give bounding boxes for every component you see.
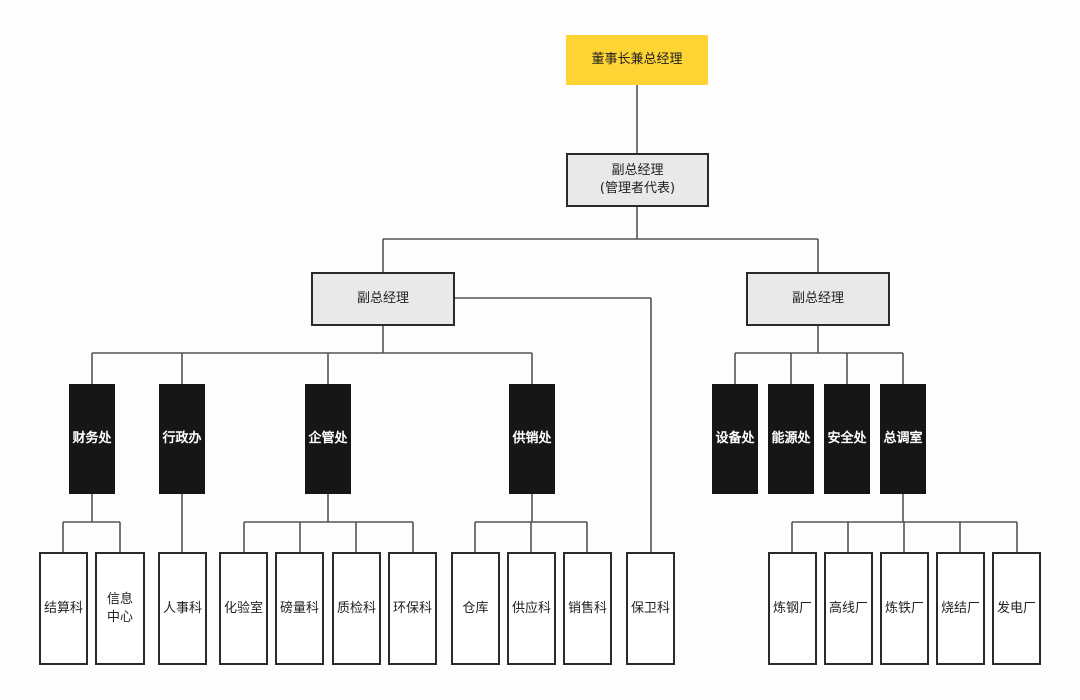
section-hr: 人事科 [158,552,207,665]
dept-supply-sales: 供销处 [509,384,555,494]
section-info-center-label: 信息中心 [106,591,133,625]
section-quality: 质检科 [332,552,381,665]
node-deputy-right: 副总经理 [746,272,890,326]
dept-dispatch-label: 总调室 [883,431,923,447]
dept-equipment-label: 设备处 [715,431,755,447]
plant-wire-rod-label: 高线厂 [828,600,868,616]
section-quality-label: 质检科 [336,600,376,616]
section-warehouse: 仓库 [451,552,500,665]
section-settlement-label: 结算科 [43,600,83,616]
node-deputy-right-label: 副总经理 [791,291,844,307]
plant-steelmaking-label: 炼钢厂 [772,600,812,616]
section-lab: 化验室 [219,552,268,665]
dept-management: 企管处 [305,384,351,494]
dept-equipment: 设备处 [712,384,758,494]
node-deputy-top-title: 副总经理 [611,163,664,179]
plant-power: 发电厂 [992,552,1041,665]
section-lab-label: 化验室 [223,600,263,616]
section-security-label: 保卫科 [630,600,670,616]
section-hr-label: 人事科 [162,600,202,616]
dept-admin-label: 行政办 [162,431,202,447]
section-security: 保卫科 [626,552,675,665]
section-warehouse-label: 仓库 [462,600,489,616]
section-sales-label: 销售科 [567,600,607,616]
dept-safety: 安全处 [824,384,870,494]
section-sales: 销售科 [563,552,612,665]
plant-wire-rod: 高线厂 [824,552,873,665]
node-chairman-label: 董事长兼总经理 [591,52,683,68]
plant-steelmaking: 炼钢厂 [768,552,817,665]
dept-energy-label: 能源处 [771,431,811,447]
node-chairman: 董事长兼总经理 [566,35,708,85]
dept-finance-label: 财务处 [72,431,112,447]
node-deputy-left: 副总经理 [311,272,455,326]
section-info-center: 信息中心 [95,552,145,665]
section-environment-label: 环保科 [392,600,432,616]
plant-ironmaking: 炼铁厂 [880,552,929,665]
node-deputy-top: 副总经理 (管理者代表) [566,153,709,207]
plant-ironmaking-label: 炼铁厂 [884,600,924,616]
section-supply-label: 供应科 [511,600,551,616]
section-supply: 供应科 [507,552,556,665]
dept-safety-label: 安全处 [827,431,867,447]
plant-sintering-label: 烧结厂 [940,600,980,616]
dept-admin: 行政办 [159,384,205,494]
section-environment: 环保科 [388,552,437,665]
plant-sintering: 烧结厂 [936,552,985,665]
plant-power-label: 发电厂 [996,600,1036,616]
dept-energy: 能源处 [768,384,814,494]
section-settlement: 结算科 [39,552,88,665]
dept-dispatch: 总调室 [880,384,926,494]
dept-finance: 财务处 [69,384,115,494]
node-deputy-top-subtitle: (管理者代表) [599,181,676,196]
section-weighing: 磅量科 [275,552,324,665]
dept-supply-sales-label: 供销处 [512,431,552,447]
section-weighing-label: 磅量科 [279,600,319,616]
dept-management-label: 企管处 [308,431,348,447]
node-deputy-left-label: 副总经理 [356,291,409,307]
